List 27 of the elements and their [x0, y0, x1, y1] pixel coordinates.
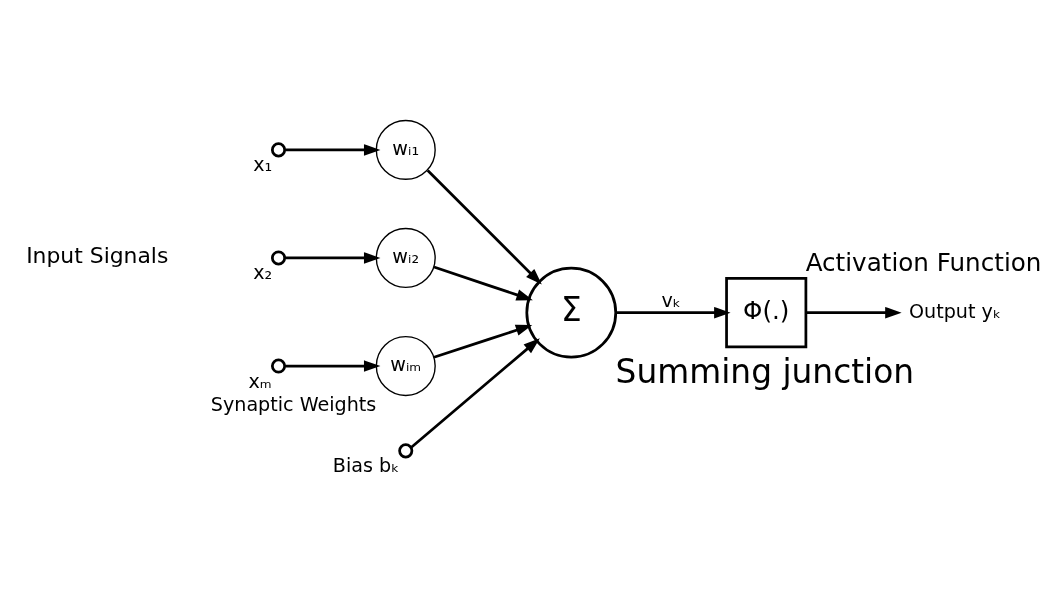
- arrow: [426, 169, 542, 285]
- node-label: Activation Function: [805, 247, 1042, 277]
- label: Input Signals: [26, 242, 169, 268]
- node-box: Φ(.): [725, 276, 808, 348]
- node-label: Summing junction: [615, 352, 915, 391]
- arrow: [285, 143, 381, 156]
- node-label: xₘ: [248, 369, 272, 393]
- arrow: [285, 359, 381, 372]
- edge-label: vₖ: [661, 288, 681, 312]
- node-circle: [398, 442, 414, 458]
- node-label: x₁: [253, 152, 273, 176]
- arrow: [806, 306, 902, 318]
- node-circle: [271, 141, 287, 157]
- arrow: [433, 265, 533, 300]
- node-label: Synaptic Weights: [210, 392, 377, 416]
- node-circle: wᵢₘ: [375, 335, 436, 396]
- node-text: Output yₖ: [908, 299, 1002, 323]
- node-label: x₂: [253, 260, 273, 284]
- arrow: [615, 306, 731, 318]
- node-label: Bias bₖ: [332, 453, 400, 477]
- arrow: [433, 324, 533, 359]
- node-circle: [271, 358, 287, 374]
- node-circle: wᵢ₁: [375, 119, 436, 180]
- arrow: [410, 337, 540, 448]
- node-circle: [271, 249, 287, 265]
- node-circle: wᵢ₂: [375, 227, 436, 288]
- arrow: [285, 251, 381, 264]
